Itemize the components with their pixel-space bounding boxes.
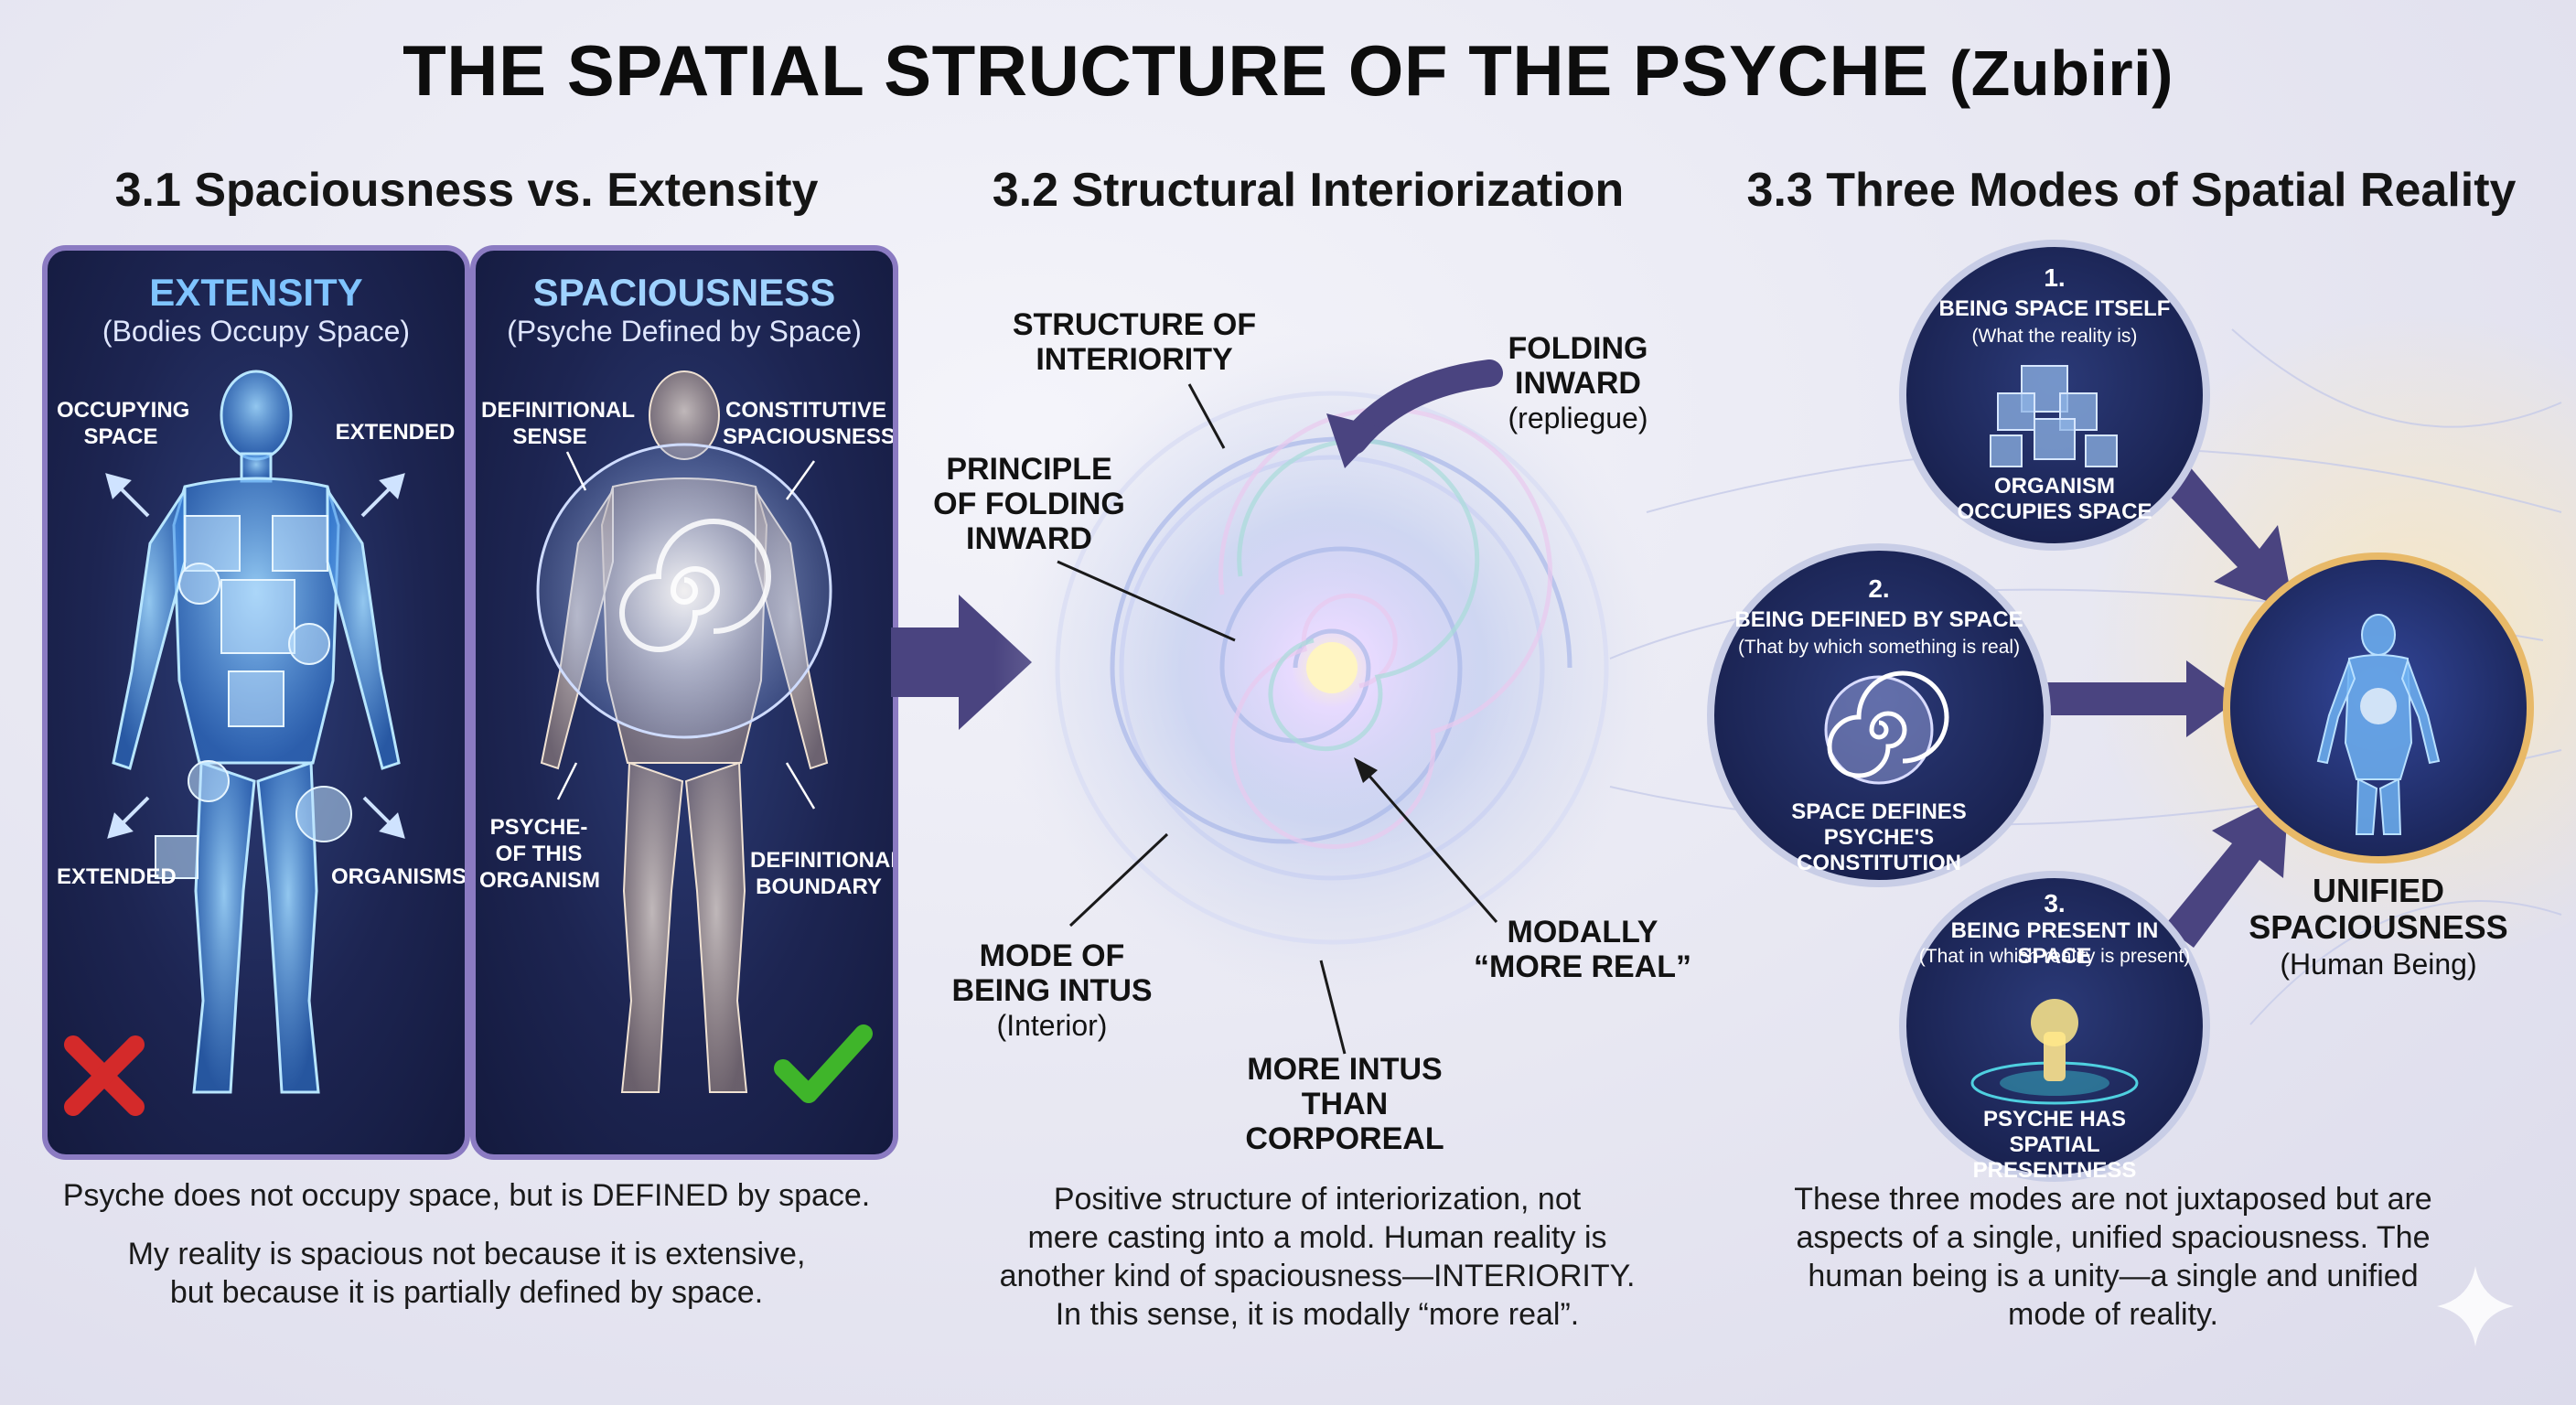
section3-caption: These three modes are not juxtaposed but… — [1756, 1180, 2470, 1334]
label-modally-more-real: MODALLY “MORE REAL” — [1464, 915, 1701, 984]
mode-2-footer: SPACE DEFINES PSYCHE'S CONSTITUTION — [1791, 799, 1967, 875]
psyche-sphere — [536, 443, 832, 739]
vortex-swirls — [1055, 391, 1609, 945]
label-principle-of-folding-inward: PRINCIPLE OF FOLDING INWARD — [933, 452, 1125, 556]
mode-1-note: (What the reality is) — [1971, 326, 2138, 347]
label-more-intus: MORE INTUS THAN CORPOREAL — [1245, 1052, 1444, 1156]
mode-1-title: BEING SPACE ITSELF — [1938, 296, 2171, 321]
section2-caption-l1: Positive structure of interiorization, n… — [1053, 1182, 1582, 1217]
label-folding-inward-note: (repliegue) — [1508, 402, 1648, 434]
section3-caption-l4: mode of reality. — [2008, 1297, 2218, 1332]
label-psyche-of-this-organism: PSYCHE-OF THIS ORGANISM — [479, 815, 600, 893]
mode-2-circle: 2. BEING DEFINED BY SPACE (That by which… — [1707, 543, 2051, 887]
unified-circle — [2223, 552, 2534, 863]
spaciousness-figure — [536, 370, 873, 1103]
label-more-real: “MORE REAL” — [1474, 949, 1691, 984]
green-check-icon — [774, 1024, 873, 1103]
label-organisms: ORGANISMS — [331, 864, 467, 889]
label-definitional-sense: DEFINITIONAL SENSE — [481, 398, 635, 449]
beacon-icon — [1970, 999, 2139, 1105]
mode-2-note: (That by which something is real) — [1737, 637, 2021, 658]
mode-1-footer: ORGANISM OCCUPIES SPACE — [1957, 474, 2152, 524]
extensity-subheading: (Bodies Occupy Space) — [102, 315, 411, 348]
label-constitutive-spaciousness: CONSTITUTIVE SPACIOUSNESS — [723, 398, 896, 449]
section3-caption-l1: These three modes are not juxtaposed but… — [1794, 1182, 2432, 1217]
spiral-icon — [1824, 670, 1949, 785]
mode-2-title: BEING DEFINED BY SPACE — [1734, 607, 2023, 632]
mode-1-number: 1. — [2044, 263, 2066, 292]
section1-caption-line2a: My reality is spacious not because it is… — [127, 1237, 806, 1271]
unified-label: UNIFIED SPACIOUSNESS (Human Being) — [2241, 873, 2516, 982]
extensity-figure — [64, 370, 405, 1116]
spaciousness-subheading: (Psyche Defined by Space) — [507, 315, 862, 348]
human-figure-icon — [2316, 614, 2441, 835]
label-extended-top: EXTENDED — [335, 420, 456, 445]
section2-caption-l3: another kind of spaciousness—INTERIORITY… — [999, 1259, 1636, 1293]
folding-inward-arrow — [1340, 359, 1503, 455]
label-mode-of-being-intus-text: MODE OF BEING INTUS — [951, 938, 1153, 1008]
cube-blocks — [155, 515, 352, 879]
spaciousness-panel: SPACIOUSNESS (Psyche Defined by Space) — [470, 245, 898, 1160]
section-title-extensity: 3.1 Spaciousness vs. Extensity — [114, 164, 819, 217]
title-sub: (Zubiri) — [1948, 38, 2174, 109]
label-structure-of-interiority: STRUCTURE OF INTERIORITY — [1012, 307, 1257, 377]
unified-note: (Human Being) — [2280, 948, 2477, 981]
label-definitional-boundary: DEFINITIONAL BOUNDARY — [750, 848, 898, 899]
label-extended-bottom: EXTENDED — [57, 864, 177, 889]
section2-caption-l2: mere casting into a mold. Human reality … — [1027, 1220, 1607, 1255]
mode-3-title: BEING PRESENT IN SPACE — [1950, 918, 2159, 969]
label-mode-of-being-intus: MODE OF BEING INTUS (Interior) — [951, 938, 1153, 1043]
unified-title: UNIFIED SPACIOUSNESS — [2249, 872, 2508, 946]
section1-caption: Psyche does not occupy space, but is DEF… — [55, 1176, 878, 1312]
spiral-icon — [619, 519, 771, 652]
red-x-icon — [64, 1035, 145, 1116]
extensity-panel: EXTENSITY (Bodies Occupy Space) — [42, 245, 470, 1160]
section-title-interiorization: 3.2 Structural Interiorization — [992, 164, 1625, 217]
mode-3-note: (That in which reality is present) — [1918, 946, 2191, 967]
label-folding-inward: FOLDING INWARD (repliegue) — [1482, 331, 1674, 435]
section1-caption-line1: Psyche does not occupy space, but is DEF… — [62, 1178, 871, 1213]
mode-3-footer: PSYCHE HAS SPATIAL PRESENTNESS — [1972, 1107, 2137, 1183]
glowing-body-silhouette — [112, 370, 401, 1094]
extensity-heading: EXTENSITY — [149, 271, 363, 314]
section1-caption-line2b: but because it is partially defined by s… — [169, 1275, 764, 1310]
section-title-modes: 3.3 Three Modes of Spatial Reality — [1746, 164, 2517, 217]
transition-arrow — [891, 595, 1032, 730]
page-title: THE SPATIAL STRUCTURE OF THE PSYCHE (Zub… — [0, 29, 2576, 113]
section2-caption: Positive structure of interiorization, n… — [970, 1180, 1665, 1334]
label-modally: MODALLY — [1507, 915, 1658, 949]
mode-3-number: 3. — [2044, 889, 2066, 917]
mode-2-number: 2. — [1868, 574, 1890, 603]
label-folding-inward-text: FOLDING INWARD — [1508, 331, 1648, 401]
label-mode-of-being-intus-note: (Interior) — [996, 1009, 1108, 1042]
spaciousness-heading: SPACIOUSNESS — [532, 271, 836, 314]
title-main: THE SPATIAL STRUCTURE OF THE PSYCHE — [402, 30, 1929, 111]
cubes-icon — [1990, 365, 2118, 467]
mode-3-circle: 3. BEING PRESENT IN SPACE (That in which… — [1899, 871, 2210, 1183]
section2-caption-l4: In this sense, it is modally “more real”… — [1055, 1297, 1580, 1332]
mode-1-circle: 1. BEING SPACE ITSELF (What the reality … — [1899, 240, 2210, 551]
label-occupying-space: OCCUPYING SPACE — [57, 398, 190, 449]
section3-caption-l2: aspects of a single, unified spaciousnes… — [1796, 1220, 2431, 1255]
section3-caption-l3: human being is a unity—a single and unif… — [1808, 1259, 2419, 1293]
